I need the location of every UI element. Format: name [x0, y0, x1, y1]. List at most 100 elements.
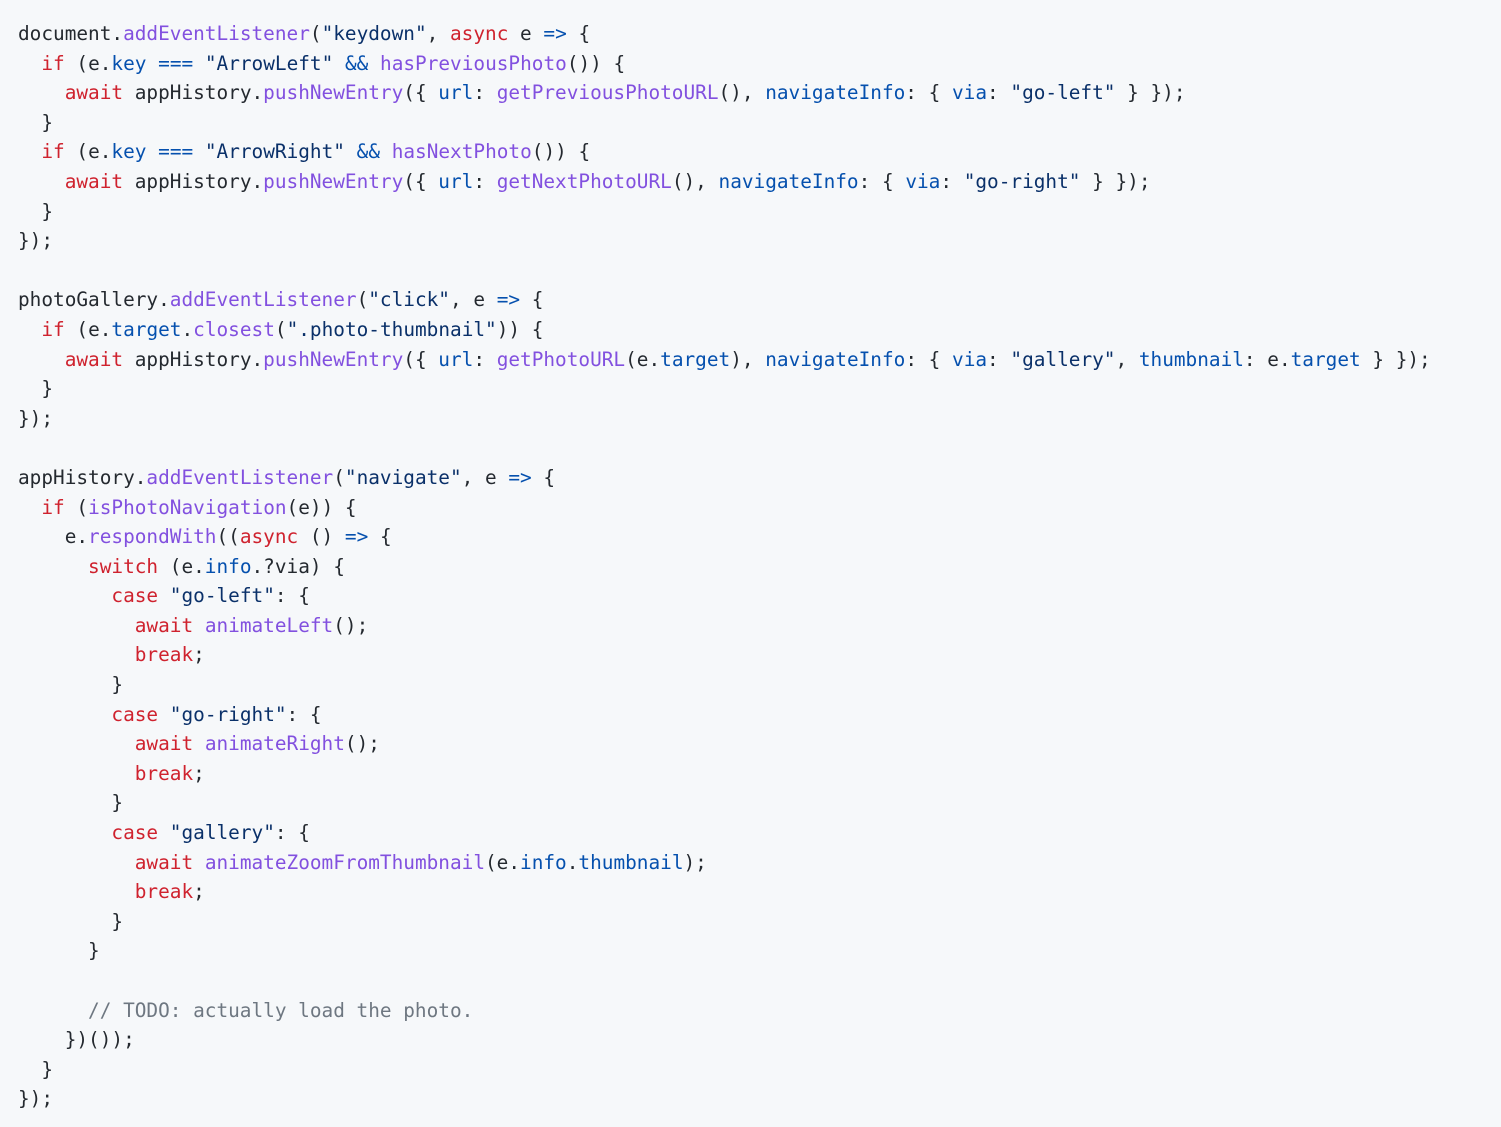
code-token-plain-text: ();	[333, 613, 369, 637]
code-line: })());	[18, 1025, 1501, 1055]
code-token-plain-text	[18, 52, 41, 75]
code-token-operator: =>	[543, 22, 567, 45]
code-token-function-name: pushNewEntry	[263, 81, 404, 105]
code-token-plain-text: (	[274, 317, 287, 341]
code-token-plain-text: : {	[274, 821, 310, 845]
code-token-operator: &&	[344, 51, 369, 75]
code-token-function-name: pushNewEntry	[263, 347, 404, 371]
code-token-plain-text: )) {	[496, 317, 544, 341]
code-token-plain-text	[345, 140, 357, 163]
code-token-plain-text: }	[18, 909, 124, 933]
code-token-property: via	[952, 81, 988, 105]
code-token-plain-text: ,	[426, 22, 450, 45]
code-token-string: "go-left"	[169, 584, 275, 608]
code-token-plain-text: .?via) {	[251, 554, 345, 578]
code-token-plain-text: {	[520, 288, 544, 312]
code-token-plain-text: e.	[18, 525, 89, 549]
code-token-plain-text: appHistory.	[123, 169, 264, 193]
code-line: }	[18, 1055, 1501, 1085]
code-line: if (isPhotoNavigation(e)) {	[18, 493, 1501, 523]
code-token-keyword: switch	[88, 554, 159, 578]
code-token-plain-text: (e.	[485, 850, 521, 874]
code-token-property: key	[111, 51, 147, 75]
code-token-plain-text: (e.	[64, 140, 112, 164]
code-token-property: via	[952, 347, 988, 371]
code-token-function-name: addEventListener	[123, 22, 310, 45]
code-token-plain-text: (),	[718, 81, 766, 105]
code-line: case "gallery": {	[18, 818, 1501, 848]
code-token-plain-text: ;	[193, 643, 205, 667]
code-token-plain-text: : e.	[1243, 347, 1291, 371]
code-token-plain-text: });	[18, 1087, 54, 1111]
code-token-keyword: await	[64, 347, 124, 371]
code-token-property: target	[111, 317, 182, 341]
code-token-keyword: await	[64, 81, 124, 105]
code-token-property: thumbnail	[1138, 347, 1244, 371]
code-token-plain-text: }	[18, 110, 54, 134]
code-line: e.respondWith((async () => {	[18, 522, 1501, 552]
code-token-plain-text: :	[940, 169, 964, 193]
code-token-plain-text	[18, 851, 135, 874]
code-token-function-name: hasPreviousPhoto	[380, 51, 567, 75]
code-line: });	[18, 1084, 1501, 1114]
code-token-keyword: break	[134, 643, 194, 667]
code-token-plain-text: ()) {	[566, 51, 626, 75]
code-line: }	[18, 788, 1501, 818]
code-token-keyword: case	[111, 821, 159, 845]
code-token-function-name: isPhotoNavigation	[88, 495, 287, 519]
code-token-plain-text: : {	[286, 702, 322, 726]
code-token-plain-text: (	[333, 465, 345, 489]
code-token-plain-text: :	[473, 169, 497, 193]
code-line: photoGallery.addEventListener("click", e…	[18, 285, 1501, 315]
code-token-property: info	[204, 554, 252, 578]
code-token-plain-text: appHistory.	[123, 81, 264, 105]
code-token-string: "go-right"	[169, 702, 287, 726]
code-line: });	[18, 404, 1501, 434]
code-token-keyword: await	[134, 732, 194, 756]
code-token-plain-text	[146, 140, 158, 163]
code-token-plain-text: ,	[1115, 347, 1139, 371]
code-token-plain-text: (e.	[64, 317, 112, 341]
code-token-plain-text	[193, 140, 205, 163]
code-token-function-name: hasNextPhoto	[391, 140, 532, 164]
code-token-plain-text: e	[508, 22, 544, 45]
code-token-plain-text: : {	[274, 584, 310, 608]
code-token-function-name: closest	[193, 317, 275, 341]
code-token-string: "click"	[368, 288, 450, 312]
code-token-plain-text	[18, 170, 65, 193]
code-token-operator: ===	[158, 51, 194, 75]
code-token-operator: &&	[356, 140, 380, 164]
code-token-plain-text: (	[64, 495, 89, 519]
code-line	[18, 433, 1501, 463]
code-token-keyword: if	[41, 495, 65, 519]
code-token-property: navigateInfo	[718, 169, 859, 193]
code-line: await animateRight();	[18, 729, 1501, 759]
code-token-plain-text	[18, 584, 111, 607]
code-token-plain-text	[158, 821, 170, 844]
code-token-plain-text	[18, 643, 135, 666]
code-token-plain-text: photoGallery.	[18, 288, 170, 312]
code-line: await appHistory.pushNewEntry({ url: get…	[18, 78, 1501, 108]
code-line	[18, 966, 1501, 996]
code-token-plain-text: ()) {	[531, 140, 591, 164]
code-token-plain-text	[18, 81, 65, 104]
code-token-operator: =>	[496, 288, 521, 312]
code-token-property: url	[438, 347, 474, 371]
code-token-function-name: pushNewEntry	[263, 169, 404, 193]
code-token-plain-text: :	[473, 81, 497, 105]
code-line: // TODO: actually load the photo.	[18, 996, 1501, 1026]
code-token-plain-text	[18, 555, 88, 578]
code-token-plain-text: ),	[730, 347, 766, 371]
code-line: await appHistory.pushNewEntry({ url: get…	[18, 167, 1501, 197]
code-token-string: "go-right"	[963, 169, 1081, 193]
code-token-plain-text	[193, 851, 205, 874]
code-token-plain-text	[333, 52, 345, 75]
code-token-plain-text: }	[18, 199, 54, 223]
code-token-plain-text	[158, 703, 170, 726]
code-line: case "go-right": {	[18, 700, 1501, 730]
code-listing[interactable]: document.addEventListener("keydown", asy…	[18, 19, 1501, 1114]
code-token-plain-text	[18, 496, 41, 519]
code-token-keyword: if	[41, 140, 65, 164]
code-token-plain-text: (e.	[158, 554, 205, 578]
